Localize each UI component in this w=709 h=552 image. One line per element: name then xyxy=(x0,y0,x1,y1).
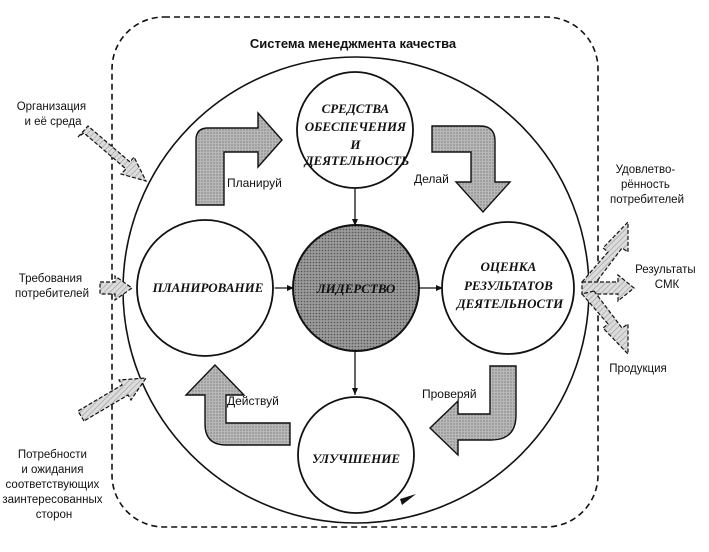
qms-boundary-frame xyxy=(111,16,599,528)
node-evaluation xyxy=(441,221,575,355)
cycle-arrow-plan xyxy=(195,111,283,206)
input-arrow-organization xyxy=(77,125,148,182)
cycle-label-act: Действуй xyxy=(227,394,279,408)
output-label-products: Продукция xyxy=(609,363,667,375)
output-arrow-satisfaction xyxy=(580,220,629,286)
cycle-direction-arrowhead xyxy=(400,494,416,505)
node-resources-label: СРЕДСТВА ОБЕСПЕЧЕНИЯ И ДЕЯТЕЛЬНОСТЬ xyxy=(304,101,410,168)
cycle-label-check: Проверяй xyxy=(422,387,477,401)
node-leadership-label: ЛИДЕРСТВО xyxy=(316,281,396,296)
output-arrow-products xyxy=(580,290,629,356)
cycle-label-do: Делай xyxy=(414,172,449,186)
input-label-requirements: Требования потребителей xyxy=(15,273,89,300)
input-arrow-stakeholders xyxy=(77,377,148,422)
cycle-arrow-check xyxy=(428,365,517,457)
cycle-label-plan: Планируй xyxy=(227,176,282,190)
node-improvement-label: УЛУЧШЕНИЕ xyxy=(312,451,400,466)
node-improvement xyxy=(297,396,415,514)
node-planning-label: ПЛАНИРОВАНИЕ xyxy=(152,280,264,295)
cycle-arrow-act xyxy=(184,363,291,446)
node-leadership xyxy=(292,224,420,352)
output-label-satisfaction: Удовлетво- рённость потребителей xyxy=(610,164,684,206)
node-planning xyxy=(136,219,274,357)
output-arrows xyxy=(580,220,635,356)
node-evaluation-label: ОЦЕНКА РЕЗУЛЬТАТОВ ДЕЯТЕЛЬНОСТИ xyxy=(456,259,564,311)
cycle-arrow-do xyxy=(431,125,512,214)
input-label-stakeholders: Потребности и ожидания соответствующих з… xyxy=(2,449,105,521)
input-arrow-requirements xyxy=(99,274,134,302)
system-title: Система менеджмента качества xyxy=(250,36,457,51)
output-label-results: Результаты СМК xyxy=(635,264,699,291)
leadership-connectors xyxy=(268,177,443,395)
input-arrows xyxy=(77,125,148,422)
input-label-organization: Организация и её среда xyxy=(17,101,90,128)
node-resources xyxy=(296,71,414,189)
